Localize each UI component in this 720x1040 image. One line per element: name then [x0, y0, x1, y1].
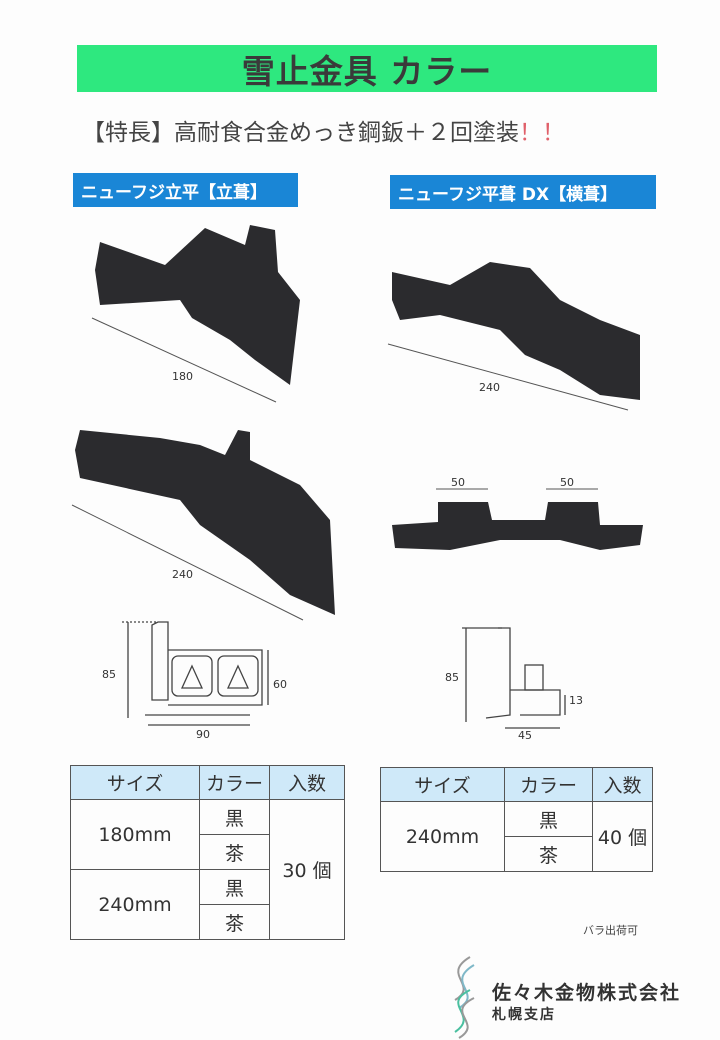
table-row: 茶: [381, 836, 653, 872]
table-row: 240mm 黒 40 個: [380, 801, 653, 872]
header-quantity: 入数: [592, 767, 653, 802]
product-label-tatehira: ニューフジ立平【立葺】: [73, 173, 298, 207]
dim-line-240-left: [71, 504, 304, 621]
bulk-shipping-note: バラ出荷可: [583, 924, 638, 937]
size-cell: 240mm: [380, 801, 505, 872]
quantity-cell: 30 個: [269, 799, 345, 940]
header-size: サイズ: [70, 765, 200, 800]
dim-label-45: 45: [518, 729, 532, 742]
table-row: 茶: [71, 834, 345, 870]
branch-name: 札幌支店: [492, 1007, 556, 1023]
dim-label-60: 60: [273, 678, 287, 691]
dim-label-50-left: 50: [451, 476, 465, 489]
table-row: 180mm 黒 30 個: [70, 799, 345, 940]
product-photo-180: [95, 225, 300, 385]
dim-label-240-left: 240: [172, 568, 193, 581]
color-cell: 黒: [504, 801, 593, 837]
page-title: 雪止金具 カラー: [241, 51, 493, 91]
company-logo: [454, 956, 475, 1039]
header-size: サイズ: [380, 767, 505, 802]
header-color: カラー: [199, 765, 270, 800]
dim-label-90: 90: [196, 728, 210, 741]
dim-label-180: 180: [172, 370, 193, 383]
dim-label-85-right: 85: [445, 671, 459, 684]
product-photo-240-left: [75, 430, 335, 615]
color-cell: 茶: [199, 904, 270, 940]
dim-label-85-left: 85: [102, 668, 116, 681]
header-quantity: 入数: [269, 765, 345, 800]
product-photo-front-view: [392, 502, 643, 550]
drawing-tatehira: [122, 621, 269, 726]
dim-label-50-right: 50: [560, 476, 574, 489]
dim-label-13: 13: [569, 694, 583, 707]
title-banner: 雪止金具 カラー: [77, 45, 657, 92]
feature-emphasis: ！！: [519, 120, 565, 146]
spec-table-tatehira: サイズ カラー 入数 180mm 黒 30 個 茶 240mm 黒 茶: [70, 765, 345, 940]
spec-table-hirabuki-dx: サイズ カラー 入数 240mm 黒 40 個 茶: [380, 767, 653, 872]
dim-line-240-right: [387, 343, 629, 411]
dim-line-180: [91, 317, 277, 403]
header-color: カラー: [504, 767, 593, 802]
drawing-hirabuki-dx: [462, 627, 566, 729]
size-cell: 180mm: [70, 799, 200, 870]
table-row: 240mm 黒: [70, 869, 345, 940]
color-cell: 茶: [504, 836, 593, 872]
color-cell: 黒: [199, 799, 270, 835]
company-name: 佐々木金物株式会社: [492, 982, 682, 1004]
quantity-cell: 40 個: [592, 801, 653, 872]
product-label-hirabuki-dx: ニューフジ平葺 DX【横葺】: [390, 175, 656, 209]
dim-label-240-right: 240: [479, 381, 500, 394]
product-photo-240-right: [392, 262, 640, 400]
feature-subtitle: 【特長】高耐食合金めっき鋼鈑＋２回塗装！！: [82, 113, 565, 147]
color-cell: 黒: [199, 869, 270, 905]
size-cell: 240mm: [70, 869, 200, 940]
table-row: 茶: [71, 904, 345, 940]
feature-text: 【特長】高耐食合金めっき鋼鈑＋２回塗装: [82, 120, 519, 146]
color-cell: 茶: [199, 834, 270, 870]
